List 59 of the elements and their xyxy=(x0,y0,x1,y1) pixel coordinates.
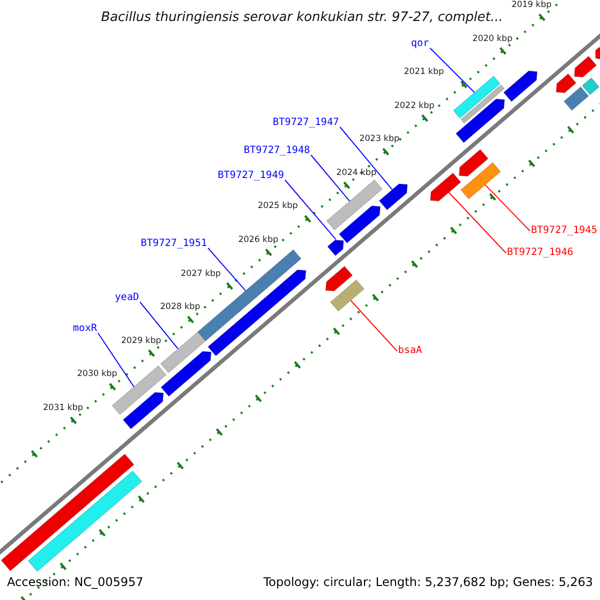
leader-line xyxy=(340,126,393,190)
gene-feature xyxy=(503,70,538,102)
tick-label: 2023 kbp xyxy=(359,135,400,144)
tick-label: 2028 kbp xyxy=(160,303,200,312)
leader-line xyxy=(430,48,475,93)
gene-feature xyxy=(160,331,206,374)
tick-label: 2031 kbp xyxy=(43,404,84,412)
tick-label: 2021 kbp xyxy=(404,68,444,77)
gene-label: BT9727_1951 xyxy=(140,239,207,249)
gene-label: qor xyxy=(410,39,429,49)
leader-line xyxy=(310,154,350,202)
gene-feature xyxy=(455,98,505,144)
gene-feature xyxy=(326,179,383,231)
gene-feature xyxy=(338,206,381,244)
tick-label: 2022 kbp xyxy=(394,102,434,110)
leader-line xyxy=(448,192,506,254)
gene-feature xyxy=(458,148,489,177)
tick-label: 2024 kbp xyxy=(336,168,376,178)
tick-label: 2027 kbp xyxy=(180,270,221,278)
leader-line xyxy=(350,300,398,352)
gene-feature xyxy=(582,77,600,96)
gene-label: BT9727_1945 xyxy=(531,226,598,236)
leader-line xyxy=(284,180,336,240)
gene-feature xyxy=(574,56,598,78)
gene-feature xyxy=(452,76,501,119)
genome-summary: Topology: circular; Length: 5,237,682 bp; Genes: 5,263 xyxy=(263,576,593,588)
gene-feature xyxy=(122,392,164,430)
gene-feature xyxy=(378,183,408,210)
map-title: Bacillus thuringiensis serovar konkukian str. 97-27, complet... xyxy=(101,11,503,24)
gene-feature xyxy=(556,73,577,94)
leader-line xyxy=(98,332,134,388)
leader-line xyxy=(140,302,178,350)
tick-label: 2025 kbp xyxy=(258,202,298,211)
gene-feature xyxy=(327,240,344,256)
gene-feature xyxy=(0,453,134,572)
gene-label: BT9727_1946 xyxy=(507,248,574,258)
tick-label: 2019 kbp xyxy=(511,1,552,10)
accession-label: Accession: NC_005957 xyxy=(7,576,144,588)
gene-label: BT9727_1947 xyxy=(272,118,339,128)
gene-feature xyxy=(430,172,462,202)
gene-label: yeaD xyxy=(114,293,139,303)
gene-label: moxR xyxy=(72,324,97,334)
gene-feature xyxy=(460,84,505,124)
gene-feature xyxy=(325,266,353,292)
gene-feature xyxy=(330,279,365,312)
leader-line xyxy=(484,184,530,232)
gene-label: bsaA xyxy=(398,346,422,356)
gene-feature xyxy=(28,470,142,572)
gene-label: BT9727_1949 xyxy=(218,171,284,181)
gene-feature xyxy=(160,350,212,397)
gene-label: BT9727_1948 xyxy=(244,146,310,156)
gene-feature xyxy=(207,269,306,356)
leader-line xyxy=(208,248,246,292)
tick-label: 2029 kbp xyxy=(121,336,162,346)
tick-label: 2030 kbp xyxy=(77,370,118,379)
gene-feature xyxy=(563,86,590,111)
tick-label: 2020 kbp xyxy=(472,34,512,44)
gene-feature xyxy=(595,46,600,60)
gene-feature xyxy=(460,162,502,200)
